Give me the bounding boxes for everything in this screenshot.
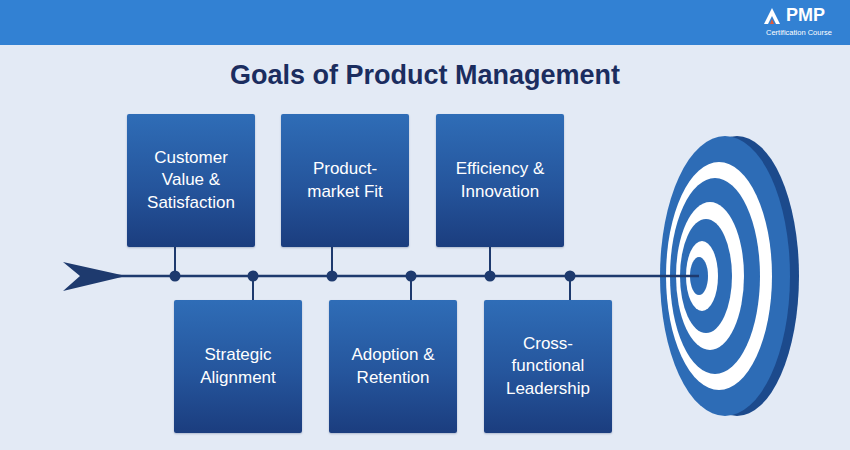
goal-box: Product-market Fit bbox=[281, 114, 409, 247]
header-bar bbox=[0, 0, 850, 45]
spine-dots bbox=[170, 271, 576, 282]
goal-text: Strategic Alignment bbox=[184, 344, 292, 388]
goal-box: Cross-functional Leadership bbox=[484, 300, 612, 433]
stems bbox=[175, 247, 570, 300]
logo-text: PMP bbox=[786, 5, 825, 26]
goal-box: Efficiency & Innovation bbox=[436, 114, 564, 247]
goal-box: Strategic Alignment bbox=[174, 300, 302, 433]
goal-text: Customer Value & Satisfaction bbox=[137, 147, 245, 213]
arrow-tail bbox=[63, 262, 126, 291]
logo-text: Certification Course bbox=[766, 28, 832, 37]
logo-icon-accent bbox=[770, 19, 774, 24]
goal-text: Efficiency & Innovation bbox=[446, 158, 554, 202]
goal-text: Product-market Fit bbox=[291, 158, 399, 202]
goal-text: Cross-functional Leadership bbox=[494, 333, 602, 399]
goal-box: Adoption & Retention bbox=[329, 300, 457, 433]
logo-icon bbox=[764, 8, 780, 24]
goal-text: Adoption & Retention bbox=[339, 344, 447, 388]
goal-box: Customer Value & Satisfaction bbox=[127, 114, 255, 247]
diagram-title: Goals of Product Management bbox=[0, 60, 850, 91]
